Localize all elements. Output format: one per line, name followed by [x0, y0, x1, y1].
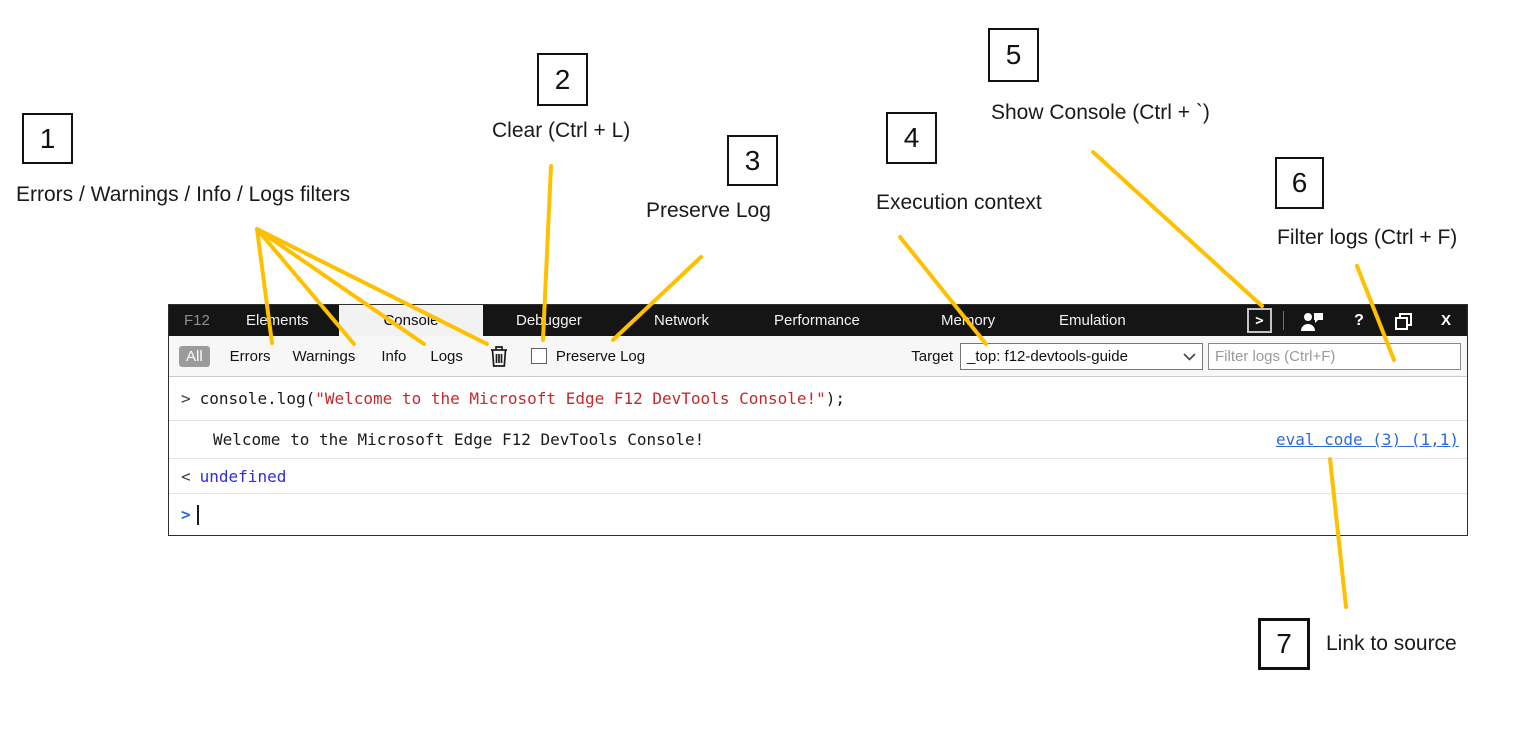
feedback-person-icon[interactable]	[1297, 308, 1327, 333]
tab-f12[interactable]: F12	[184, 312, 210, 329]
tab-performance[interactable]: Performance	[774, 312, 860, 329]
tab-network[interactable]: Network	[654, 312, 710, 329]
console-result-row: < undefined	[169, 459, 1467, 494]
annotation-box-7: 7	[1258, 618, 1310, 670]
devtools-toolbar: F12 Elements Console Debugger Network Pe…	[169, 305, 1467, 336]
devtools-panel: F12 Elements Console Debugger Network Pe…	[168, 304, 1468, 536]
close-icon[interactable]: X	[1440, 312, 1451, 329]
tab-memory[interactable]: Memory	[941, 312, 996, 329]
echo-code: console.log("Welcome to the Microsoft Ed…	[199, 389, 846, 408]
log-message: Welcome to the Microsoft Edge F12 DevToo…	[213, 430, 705, 449]
target-label: Target	[911, 347, 953, 365]
tab-emulation[interactable]: Emulation	[1059, 312, 1126, 329]
input-prompt-chevron: >	[181, 505, 191, 524]
console-input-row[interactable]: >	[169, 494, 1467, 535]
execution-context-value: _top: f12-devtools-guide	[967, 347, 1128, 365]
chevron-down-icon	[1183, 348, 1196, 365]
unpin-window-icon[interactable]	[1391, 308, 1417, 333]
tab-debugger[interactable]: Debugger	[516, 312, 582, 329]
tab-elements[interactable]: Elements	[246, 312, 309, 329]
annotation-label-preserve-log: Preserve Log	[646, 199, 771, 222]
annotation-box-3: 3	[727, 135, 778, 186]
source-link[interactable]: eval code (3) (1,1)	[1275, 430, 1459, 449]
annotation-box-5: 5	[988, 28, 1039, 82]
annotation-label-filter-logs: Filter logs (Ctrl + F)	[1277, 226, 1458, 249]
filter-errors-button[interactable]: Errors	[229, 347, 271, 365]
annotation-box-6: 6	[1275, 157, 1324, 209]
filter-logs-button[interactable]: Logs	[430, 347, 463, 365]
annotation-label-link-source: Link to source	[1326, 632, 1457, 655]
execution-context-dropdown[interactable]: _top: f12-devtools-guide	[960, 342, 1203, 370]
echo-prompt-chevron: >	[181, 389, 191, 408]
help-icon[interactable]: ?	[1354, 311, 1364, 329]
preserve-log-label: Preserve Log	[555, 347, 646, 365]
annotation-box-1: 1	[22, 113, 73, 164]
annotation-label-exec-context: Execution context	[876, 191, 1042, 214]
show-console-icon[interactable]: >	[1247, 308, 1272, 333]
tab-console-active[interactable]: Console	[339, 305, 483, 336]
filter-all-button[interactable]: All	[179, 345, 210, 367]
filter-info-button[interactable]: Info	[381, 347, 407, 365]
line-show-console	[1091, 150, 1264, 308]
console-filter-bar: All Errors Warnings Info Logs Preserve L…	[169, 336, 1467, 377]
annotation-label-filters: Errors / Warnings / Info / Logs filters	[16, 183, 351, 206]
annotation-label-clear: Clear (Ctrl + L)	[492, 119, 631, 142]
clear-trash-icon[interactable]	[489, 345, 509, 368]
toolbar-divider	[1283, 311, 1284, 330]
filter-warnings-button[interactable]: Warnings	[292, 347, 356, 365]
filter-logs-input[interactable]	[1208, 342, 1461, 370]
text-cursor	[196, 504, 199, 525]
preserve-log-checkbox[interactable]	[530, 348, 547, 364]
console-echo-row: > console.log("Welcome to the Microsoft …	[169, 377, 1467, 421]
console-log-row: Welcome to the Microsoft Edge F12 DevToo…	[169, 421, 1467, 459]
annotation-box-4: 4	[886, 112, 937, 164]
result-chevron: <	[181, 466, 191, 486]
result-value: undefined	[199, 466, 287, 486]
annotation-box-2: 2	[537, 53, 588, 106]
annotation-label-show-console: Show Console (Ctrl + `)	[991, 101, 1210, 124]
